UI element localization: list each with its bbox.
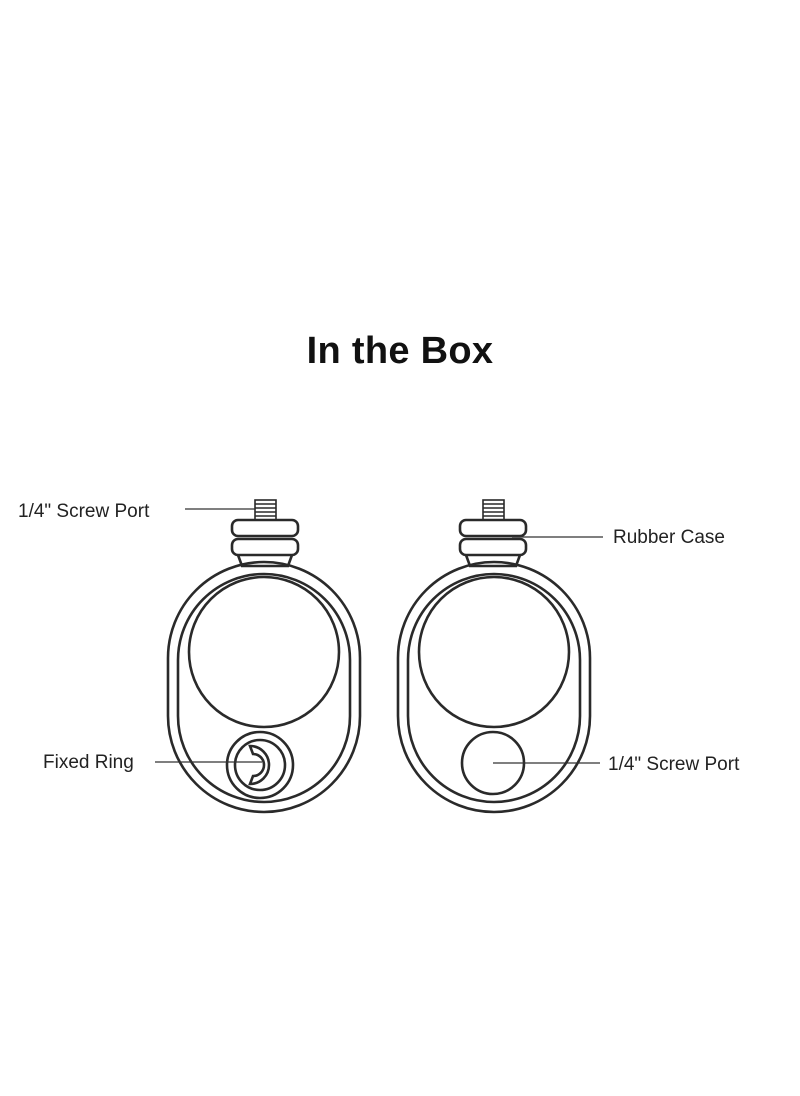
- label-right-screw-port: 1/4" Screw Port: [608, 754, 740, 775]
- right-device: [396, 499, 592, 814]
- right-rubber-collar: [458, 518, 528, 568]
- right-body-inner: [406, 572, 582, 804]
- right-main-circle: [417, 575, 571, 729]
- fixed-ring-icon: [225, 730, 295, 800]
- label-left-screw-port: 1/4" Screw Port: [18, 501, 150, 522]
- left-rubber-collar: [230, 518, 300, 568]
- left-body-inner: [176, 572, 352, 804]
- left-screw-thread: [254, 499, 277, 521]
- left-main-circle: [187, 575, 341, 729]
- left-device: [166, 499, 362, 814]
- right-screw-thread: [482, 499, 505, 521]
- label-fixed-ring: Fixed Ring: [43, 752, 134, 773]
- left-body-outer: [166, 560, 362, 814]
- page-title: In the Box: [306, 330, 494, 372]
- label-rubber-case: Rubber Case: [613, 527, 725, 548]
- right-body-outer: [396, 560, 592, 814]
